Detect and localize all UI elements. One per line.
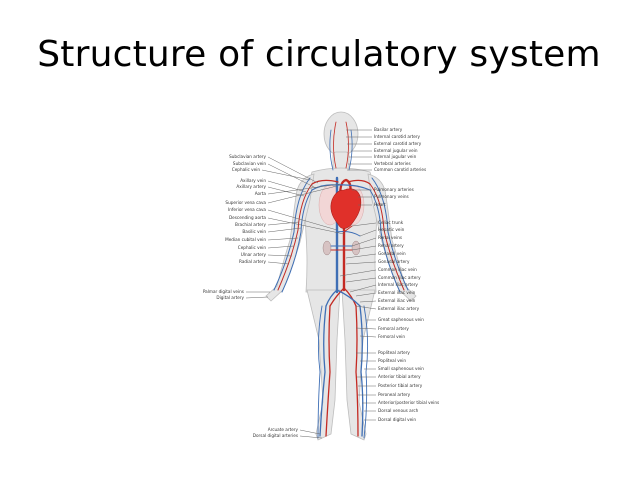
label-brachial-artery: Brachial artery — [235, 222, 267, 227]
label-external-jugular-vein: External jugular vein — [374, 148, 418, 153]
arm-vessels — [273, 177, 409, 293]
head-artery-right — [345, 121, 349, 169]
kidney-right — [351, 240, 361, 256]
neck — [332, 151, 350, 171]
femoral-vein-left — [319, 305, 327, 437]
label-gonadal-vein: Gonadal vein — [378, 251, 406, 256]
right-leader-lines — [339, 129, 377, 421]
label-pulmonary-arteries: Pulmonary arteries — [374, 187, 414, 192]
subclavian-vein-right — [337, 184, 371, 191]
subclavian-artery-left — [311, 179, 339, 185]
label-popliteal-vein: Popliteal vein — [378, 358, 406, 363]
hepatic-vein — [336, 231, 361, 237]
label-superior-vena-cava: Superior vena cava — [225, 200, 266, 205]
label-pulmonary-veins: Pulmonary veins — [374, 194, 409, 199]
kidney-left — [322, 240, 332, 256]
label-subclavian-artery: Subclavian artery — [229, 154, 266, 159]
label-median-cubital-vein: Median cubital vein — [225, 237, 266, 242]
label-dorsal-digital-vein: Dorsal digital vein — [378, 417, 416, 422]
head — [323, 111, 359, 157]
label-dorsal-digital-arteries: Dorsal digital arteries — [253, 433, 298, 438]
left-labels: Subclavian artery Subclavian vein Cephal… — [203, 154, 267, 300]
label-subclavian-vein: Subclavian vein — [233, 161, 266, 166]
saphenous-vein-right — [363, 305, 369, 439]
label-palmar-digital-veins: Palmar digital veins — [203, 289, 244, 294]
arm-vein-left — [281, 189, 313, 293]
saphenous-vein-left — [317, 305, 323, 439]
label-axillary-vein: Axillary vein — [240, 178, 266, 183]
label-inferior-vena-cava: Inferior vena cava — [228, 207, 266, 212]
femoral-vein-right — [359, 305, 364, 437]
femoral-artery-right — [355, 305, 359, 437]
label-external-iliac-vein-1: External iliac vein — [378, 290, 416, 295]
label-digital-artery: Digital artery — [216, 295, 244, 300]
iliac-artery-left — [329, 287, 345, 307]
label-aorta: Aorta — [255, 191, 267, 196]
head-vessels — [329, 121, 353, 171]
label-great-saphenous-vein: Great saphenous vein — [378, 317, 424, 322]
label-ulnar-artery: Ulnar artery — [241, 252, 267, 257]
iliac-vein-left — [325, 289, 338, 307]
arm-vein-right — [369, 189, 401, 293]
slide-title: Structure of circulatory system — [37, 34, 601, 75]
label-renal-artery: Renal artery — [378, 243, 404, 248]
label-internal-jugular-vein: Internal jugular vein — [374, 154, 417, 159]
label-common-iliac-artery: Common iliac artery — [378, 275, 421, 280]
left-leader-lines — [245, 156, 345, 299]
left-leg — [306, 289, 341, 441]
label-anterior-tibial-artery: Anterior tibial artery — [378, 374, 421, 379]
label-descending-aorta: Descending aorta — [229, 215, 266, 220]
subclavian-artery-right — [347, 179, 371, 185]
iliac-artery-right — [343, 287, 357, 307]
label-basilic-vein: Basilic vein — [242, 229, 266, 234]
femoral-artery-left — [325, 305, 331, 437]
cephalic-vein-right — [371, 177, 409, 291]
right-labels: Basilar artery Internal carotid artery E… — [374, 127, 439, 422]
label-femoral-artery: Femoral artery — [378, 326, 409, 331]
leg-vessels — [317, 287, 369, 439]
label-celiac-trunk: Celiac trunk — [378, 220, 404, 225]
abdominal-vessels — [322, 225, 361, 256]
jugular-right — [348, 129, 353, 171]
head-artery-left — [333, 121, 337, 169]
label-cephalic-vein-upper: Cephalic vein — [232, 167, 261, 172]
label-axillary-artery: Axillary artery — [236, 184, 266, 189]
arm-artery-left — [277, 183, 313, 291]
label-femoral-vein: Femoral vein — [378, 334, 405, 339]
bottom-labels: Arcuate artery Dorsal digital arteries — [253, 427, 299, 438]
label-peroneal-artery: Peroneal artery — [378, 392, 411, 397]
label-heart: Heart — [374, 202, 386, 207]
label-internal-carotid-artery: Internal carotid artery — [374, 134, 421, 139]
bottom-leader-lines — [299, 429, 323, 439]
iliac-vein-right — [336, 289, 361, 307]
arm-artery-right — [369, 183, 405, 291]
heart — [330, 188, 362, 229]
label-arcuate-artery: Arcuate artery — [268, 427, 299, 432]
label-cephalic-vein-lower: Cephalic vein — [238, 245, 267, 250]
label-dorsal-venous-arch: Dorsal venous arch — [378, 408, 419, 413]
label-hepatic-vein: Hepatic vein — [378, 227, 405, 232]
label-external-iliac-artery: External iliac artery — [378, 306, 420, 311]
celiac-trunk — [343, 225, 353, 233]
label-vertebral-arteries: Vertebral arteries — [374, 161, 411, 166]
jugular-left — [329, 129, 334, 171]
cephalic-vein-left — [273, 177, 311, 291]
label-external-iliac-vein-2: External iliac vein — [378, 298, 416, 303]
label-external-carotid-artery: External carotid artery — [374, 141, 422, 146]
label-internal-iliac-artery: Internal iliac artery — [378, 282, 418, 287]
label-posterior-tibial-artery: Posterior tibial artery — [378, 383, 423, 388]
label-small-saphenous-vein: Small saphenous vein — [378, 366, 424, 371]
label-popliteal-artery: Popliteal artery — [378, 350, 410, 355]
label-tibial-veins: Anterior/posterior tibial veins — [378, 400, 439, 405]
right-leg — [341, 289, 376, 441]
label-gonadal-artery: Gonadal artery — [378, 259, 410, 264]
label-renal-veins: Renal veins — [378, 235, 402, 240]
label-basilar-artery: Basilar artery — [374, 127, 403, 132]
label-common-carotid-arteries: Common carotid arteries — [374, 167, 426, 172]
label-common-iliac-vein: Common iliac vein — [378, 267, 417, 272]
label-radial-artery: Radial artery — [239, 259, 266, 264]
